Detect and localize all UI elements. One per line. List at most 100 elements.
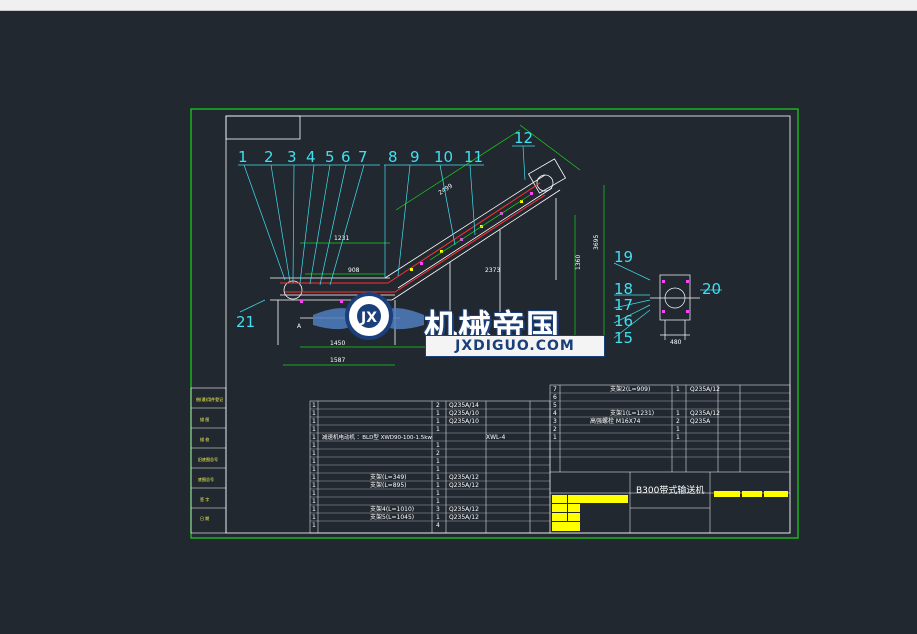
svg-text:18: 18 [614, 280, 633, 298]
svg-text:Q235A/14: Q235A/14 [449, 402, 479, 409]
svg-text:JX: JX [360, 310, 377, 326]
svg-text:1: 1 [436, 426, 440, 433]
side-view [650, 274, 700, 340]
svg-text:6: 6 [553, 394, 557, 401]
left-strip [190, 387, 227, 534]
svg-text:1: 1 [312, 522, 316, 529]
svg-text:1: 1 [312, 410, 316, 417]
svg-text:支架4(L=1010): 支架4(L=1010) [370, 505, 414, 513]
cad-drawing: 借(通)用件登记 描 图 描 校 旧底图总号 底图总号 签 字 日 期 [190, 108, 799, 539]
svg-text:支架1(L=1231): 支架1(L=1231) [610, 409, 654, 417]
svg-text:1: 1 [676, 410, 680, 417]
outer-frame [190, 108, 799, 539]
svg-text:旧底图总号: 旧底图总号 [198, 456, 218, 462]
svg-text:11: 11 [464, 148, 483, 166]
svg-text:1: 1 [676, 434, 680, 441]
svg-text:1: 1 [312, 466, 316, 473]
svg-text:9: 9 [410, 148, 420, 166]
svg-text:3: 3 [287, 148, 297, 166]
svg-text:描 校: 描 校 [200, 436, 209, 442]
svg-text:1450: 1450 [330, 340, 345, 347]
svg-text:1: 1 [312, 402, 316, 409]
svg-text:1: 1 [312, 506, 316, 513]
svg-text:1: 1 [312, 474, 316, 481]
svg-text:1: 1 [312, 442, 316, 449]
svg-text:7: 7 [553, 386, 557, 393]
bolts [300, 192, 533, 303]
svg-text:1: 1 [436, 442, 440, 449]
svg-text:1: 1 [676, 386, 680, 393]
watermark-emblem: JX [313, 292, 424, 340]
svg-text:高强螺栓 M16X74: 高强螺栓 M16X74 [590, 417, 641, 425]
svg-text:Q235A: Q235A [690, 418, 711, 425]
svg-text:4: 4 [553, 410, 557, 417]
svg-text:17: 17 [614, 296, 633, 314]
svg-text:3: 3 [553, 418, 557, 425]
svg-text:2373: 2373 [485, 267, 500, 274]
svg-text:支架(L=349): 支架(L=349) [370, 473, 407, 481]
svg-text:1: 1 [312, 482, 316, 489]
svg-text:1: 1 [436, 514, 440, 521]
svg-text:15: 15 [614, 329, 633, 347]
svg-text:底图总号: 底图总号 [198, 476, 214, 482]
watermark-url: JXDIGUO.COM [425, 335, 605, 357]
svg-text:3: 3 [436, 506, 440, 513]
svg-text:日 期: 日 期 [200, 515, 209, 521]
svg-text:1: 1 [312, 458, 316, 465]
svg-text:Q235A/10: Q235A/10 [449, 418, 479, 425]
svg-text:Q235A/12: Q235A/12 [690, 410, 720, 417]
svg-text:Q235A/12: Q235A/12 [449, 506, 479, 513]
svg-text:1: 1 [312, 490, 316, 497]
side-view-marks [662, 280, 689, 313]
svg-text:支架2(L=909): 支架2(L=909) [610, 385, 650, 393]
svg-text:20: 20 [702, 280, 721, 298]
svg-text:Q235A/12: Q235A/12 [449, 474, 479, 481]
svg-text:支架5(L=1045): 支架5(L=1045) [370, 513, 414, 521]
svg-text:1360: 1360 [575, 255, 582, 270]
svg-text:1: 1 [436, 458, 440, 465]
svg-text:借(通)用件登记: 借(通)用件登记 [196, 396, 223, 402]
svg-text:3695: 3695 [593, 235, 600, 250]
svg-text:Q235A/12: Q235A/12 [449, 514, 479, 521]
right-table-rows [550, 392, 790, 458]
parts-table-rows [310, 408, 550, 522]
svg-text:1: 1 [436, 474, 440, 481]
svg-text:16: 16 [614, 312, 633, 330]
svg-text:1587: 1587 [330, 357, 345, 364]
svg-text:12: 12 [514, 129, 533, 147]
svg-text:1: 1 [436, 482, 440, 489]
right-table-grid [549, 384, 791, 534]
svg-text:480: 480 [670, 339, 682, 346]
svg-text:1: 1 [436, 466, 440, 473]
leader-lines [238, 145, 722, 339]
svg-text:8: 8 [388, 148, 398, 166]
svg-text:908: 908 [348, 267, 360, 274]
svg-text:描 图: 描 图 [200, 416, 209, 422]
svg-text:10: 10 [434, 148, 453, 166]
svg-text:4: 4 [436, 522, 440, 529]
svg-text:减速机电动机 ：BLD型 XWD90-100-1.5kw: 减速机电动机 ：BLD型 XWD90-100-1.5kw [322, 433, 432, 441]
balloon-labels: 1 2 3 4 5 6 7 8 9 10 11 12 19 18 17 16 1… [236, 129, 721, 347]
svg-text:B300带式输送机: B300带式输送机 [636, 484, 704, 496]
cad-viewport[interactable]: 借(通)用件登记 描 图 描 校 旧底图总号 底图总号 签 字 日 期 [0, 11, 917, 634]
svg-text:5: 5 [325, 148, 335, 166]
svg-text:1: 1 [312, 434, 316, 441]
parts-table-grid [309, 400, 551, 534]
svg-text:21: 21 [236, 313, 255, 331]
svg-text:1: 1 [436, 410, 440, 417]
svg-text:1: 1 [312, 514, 316, 521]
title-bar [0, 0, 917, 11]
svg-text:1: 1 [312, 450, 316, 457]
svg-text:1: 1 [312, 498, 316, 505]
svg-text:A: A [297, 323, 302, 330]
svg-text:2: 2 [436, 402, 440, 409]
svg-text:支架(L=895): 支架(L=895) [370, 481, 407, 489]
svg-text:2: 2 [676, 418, 680, 425]
svg-text:Q235A/12: Q235A/12 [690, 386, 720, 393]
svg-text:XWL-4: XWL-4 [486, 434, 505, 441]
svg-text:4: 4 [306, 148, 316, 166]
svg-text:签 字: 签 字 [200, 496, 209, 502]
svg-text:2: 2 [264, 148, 274, 166]
